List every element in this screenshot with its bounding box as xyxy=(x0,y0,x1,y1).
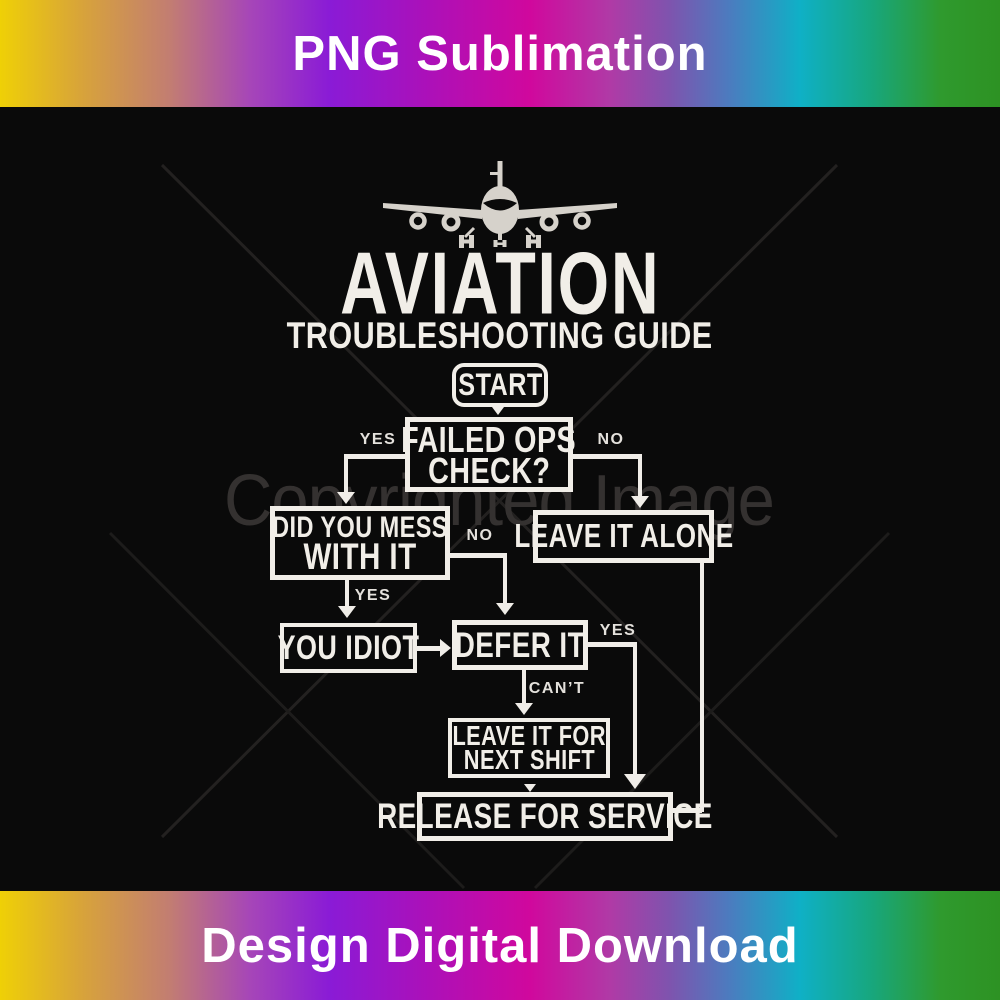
flow-node-leave-it-alone: LEAVE IT ALONE xyxy=(514,510,733,563)
leave-alone-label: LEAVE IT ALONE xyxy=(513,517,734,555)
top-banner-label: PNG Sublimation xyxy=(292,26,708,81)
flow-node-start: START xyxy=(452,363,548,407)
edge-failed-yes-line xyxy=(343,454,348,494)
edge-mess-no-line xyxy=(502,553,507,603)
edge-leave-release-line xyxy=(699,561,704,812)
flow-node-defer-it: DEFER IT xyxy=(452,620,588,670)
start-down-arrow-icon xyxy=(492,407,504,415)
edge-label-mess-yes: YES xyxy=(354,587,392,604)
design-subtitle: TROUBLESHOOTING GUIDE xyxy=(0,315,1000,357)
edge-mess-yes-arrow-icon xyxy=(338,606,356,618)
release-label: RELEASE FOR SERVICE xyxy=(377,796,713,836)
edge-mess-yes-line xyxy=(344,580,349,608)
edge-defer-yes-line xyxy=(632,642,637,775)
edge-label-mess-no: NO xyxy=(466,527,494,544)
flow-node-did-you-mess: DID YOU MESS WITH IT xyxy=(270,506,450,580)
next-shift-line1: LEAVE IT FOR xyxy=(452,720,606,752)
edge-defer-cant-line xyxy=(521,670,526,704)
edge-mess-no-arrow-icon xyxy=(496,603,514,615)
failed-ops-line2: CHECK? xyxy=(427,449,551,491)
design-title: AVIATION xyxy=(0,238,1000,329)
top-banner: PNG Sublimation xyxy=(0,0,1000,107)
edge-defer-cant-arrow-icon xyxy=(515,703,533,715)
failed-ops-line1: FAILED OPS xyxy=(401,418,577,460)
design-subtitle-text: TROUBLESHOOTING GUIDE xyxy=(287,315,713,357)
bottom-banner: Design Digital Download xyxy=(0,891,1000,1000)
edge-failed-no-line xyxy=(637,454,642,498)
mess-line2: WITH IT xyxy=(303,535,417,578)
airplane-tail-fin xyxy=(497,161,503,191)
edge-mess-no-line xyxy=(450,553,505,558)
airplane-icon xyxy=(383,161,617,248)
mess-line1: DID YOU MESS xyxy=(272,509,448,543)
flow-node-release-for-service: RELEASE FOR SERVICE xyxy=(377,792,712,841)
airplane-engine xyxy=(409,212,427,230)
design-title-text: AVIATION xyxy=(339,234,661,334)
edge-defer-yes-line xyxy=(588,642,637,647)
next-shift-line2: NEXT SHIFT xyxy=(463,744,595,776)
start-label: START xyxy=(457,366,543,403)
edge-failed-no-line xyxy=(571,454,642,459)
edge-label-failed-no: NO xyxy=(597,431,625,448)
flow-node-failed-ops-check: FAILED OPS CHECK? xyxy=(401,417,576,492)
edge-defer-yes-arrow-icon xyxy=(624,774,646,789)
edge-failed-yes-line xyxy=(345,454,407,459)
flow-node-leave-next-shift: LEAVE IT FOR NEXT SHIFT xyxy=(448,718,610,778)
edge-idiot-defer-line xyxy=(417,646,441,651)
edge-shift-release-arrow-icon xyxy=(524,784,536,792)
defer-it-label: DEFER IT xyxy=(454,624,586,665)
edge-failed-no-arrow-icon xyxy=(631,496,649,508)
bottom-banner-label: Design Digital Download xyxy=(201,918,799,973)
you-idiot-label: YOU IDIOT xyxy=(277,628,420,667)
edge-label-defer-yes: YES xyxy=(599,622,637,639)
edge-idiot-defer-arrow-icon xyxy=(440,639,451,657)
edge-leave-release-line xyxy=(673,808,702,813)
edge-label-failed-yes: YES xyxy=(359,431,397,448)
flow-node-you-idiot: YOU IDIOT xyxy=(277,623,420,673)
edge-label-defer-cant: CAN’T xyxy=(528,680,586,697)
edge-failed-yes-arrow-icon xyxy=(337,492,355,504)
